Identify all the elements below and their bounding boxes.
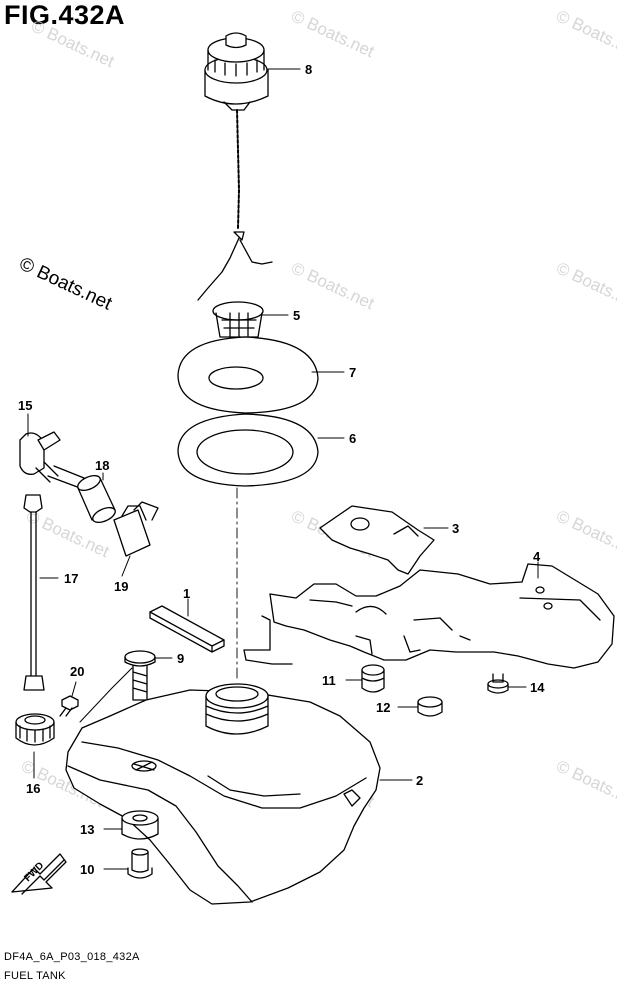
part-11-grommet [361,664,385,693]
figure-code: DF4A_6A_P03_018_432A [4,951,140,963]
watermark: © Boats.net [288,258,377,313]
part-14-bolt [487,673,509,694]
callout-9: 9 [177,651,184,666]
watermark: © Boats.net [288,6,377,61]
callout-13: 13 [80,822,94,837]
callout-3: 3 [452,521,459,536]
callout-5: 5 [293,308,300,323]
part-15-fuel-connector [19,431,85,489]
callout-11: 11 [322,673,336,688]
part-1-pad [149,605,225,653]
callout-4: 4 [533,549,541,564]
part-13-damper [121,810,159,840]
part-18-hose [77,475,116,523]
watermark: © Boats.net [28,16,117,71]
part-7-gasket [177,336,319,414]
part-9-bolt [124,650,156,701]
callout-6: 6 [349,431,356,446]
callout-15: 15 [18,398,32,413]
part-17-cable-tie [23,494,45,691]
figure-title: FIG.432A [4,0,126,30]
callout-19: 19 [114,579,128,594]
watermark: © Boats.net [553,6,617,61]
fwd-arrow-icon: FWD [11,853,67,895]
watermark: © Boats.net [553,506,617,561]
callout-16: 16 [26,781,40,796]
part-3-bracket [319,505,435,575]
part-8-fuel-cap [197,32,273,301]
callout-12: 12 [376,700,390,715]
part-2-fuel-tank [65,683,381,905]
watermark: © Boats.net [553,258,617,313]
part-20-screw [59,695,79,717]
callout-10: 10 [80,862,94,877]
callout-2: 2 [416,773,423,788]
part-5-filler-screen [212,301,264,338]
part-4-bracket [243,563,615,669]
watermark-layer: © Boats.net © Boats.net © Boats.net © Bo… [18,6,617,811]
watermark: © Boats.net [553,756,617,811]
callout-1: 1 [183,586,190,601]
part-10-collar [127,848,153,879]
callout-7: 7 [349,365,356,380]
leader-lines [27,68,539,870]
figure-name: FUEL TANK [4,970,66,982]
callout-numbers: 8 5 7 6 3 4 1 9 11 12 14 2 13 10 15 17 1… [18,62,545,877]
callout-18: 18 [95,458,109,473]
callout-17: 17 [64,571,78,586]
part-16-grommet [15,713,55,746]
part-12-collar [417,696,443,717]
part-6-gasket [177,413,319,487]
callout-14: 14 [530,680,545,695]
callout-20: 20 [70,664,84,679]
watermark-main: © Boats.net [16,253,116,314]
callout-8: 8 [305,62,312,77]
part-19-clamp [113,501,159,557]
